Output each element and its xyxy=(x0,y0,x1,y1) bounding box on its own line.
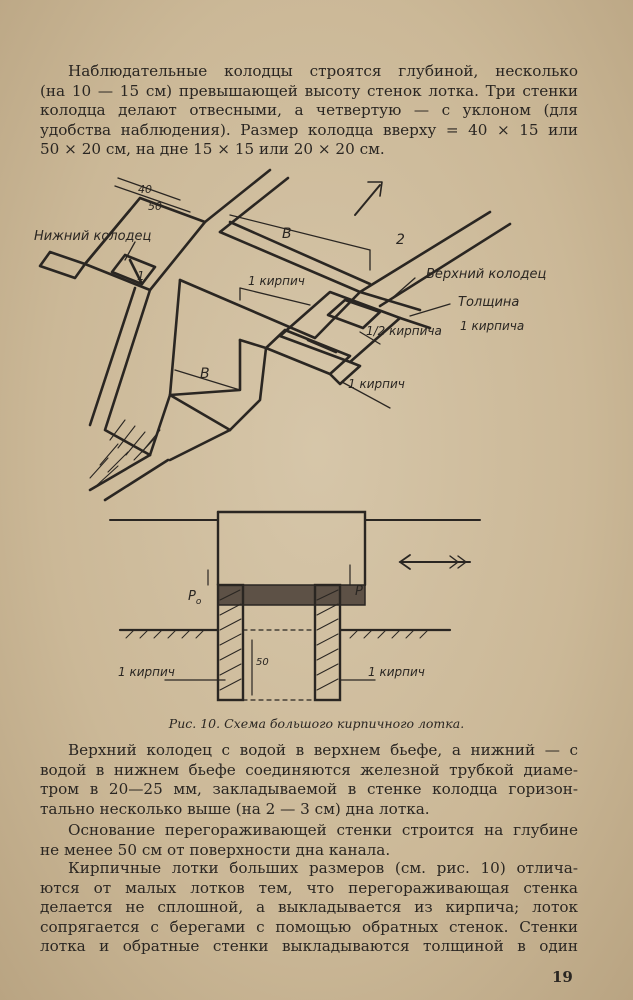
flow-arrow-top xyxy=(354,184,381,216)
cross-wall-top-edge xyxy=(228,220,372,286)
text-line: тром в 20—25 мм, закладываемой в стенке … xyxy=(40,780,578,799)
channel-exit-floor xyxy=(168,428,232,462)
text-line: Верхний колодец с водой в верхнем бьефе,… xyxy=(68,741,578,759)
label-thickness: Толщина xyxy=(458,295,519,310)
leader-thickness xyxy=(409,303,451,317)
flow-arrow-feather xyxy=(449,555,468,569)
paragraph-large-flumes: Кирпичные лотки больших размеров (см. ри… xyxy=(40,859,578,957)
text-line: водой в нижнем бьефе соединяются железно… xyxy=(40,760,578,779)
upper-wing-corner xyxy=(328,360,362,386)
text-line: лотка и обратные стенки выкладываются то… xyxy=(40,937,578,956)
section-lintel xyxy=(217,584,366,606)
label-p: P xyxy=(355,584,363,599)
cross-wall-top xyxy=(178,230,362,340)
sloped-wall xyxy=(103,288,152,457)
label-section-brick-right: 1 кирпич xyxy=(368,665,425,679)
section-structure-top xyxy=(216,510,367,587)
ground-hatching xyxy=(125,629,429,639)
caption-label: Рис. 10. xyxy=(168,716,221,731)
text-line: Наблюдательные колодцы строятся глубиной… xyxy=(68,62,578,80)
text-line: (на 10 — 15 см) превышающей высоту стено… xyxy=(40,81,578,100)
flume-edge xyxy=(218,176,290,234)
text-line: Кирпичные лотки больших размеров (см. ри… xyxy=(68,859,578,877)
flume-edge xyxy=(358,210,492,294)
label-dim-b-bottom: В xyxy=(200,366,210,382)
label-brick1a: 1 кирпич xyxy=(248,274,305,288)
label-dim-50-section: 50 xyxy=(256,657,269,668)
dim-line-b-bottom xyxy=(174,369,241,391)
floor-hatching xyxy=(89,419,161,487)
label-p0: Po xyxy=(188,589,202,607)
text-line: Основание перегораживающей стенки строит… xyxy=(68,821,578,839)
label-lower-well: Нижний колодец xyxy=(34,229,152,244)
upper-well-opening xyxy=(326,298,382,330)
label-section-brick-left: 1 кирпич xyxy=(118,665,175,679)
flume-edge xyxy=(378,222,512,308)
pier-hatching xyxy=(219,589,339,691)
lower-well-opening-diag xyxy=(128,258,144,286)
label-dim-40: 40 xyxy=(138,183,152,196)
channel-top xyxy=(238,338,268,350)
flow-arrow-head xyxy=(398,554,411,570)
sloped-wall-inner xyxy=(88,286,137,427)
leader-half-brick xyxy=(359,331,381,345)
text-line: сопрягается с берегами с помощью обратны… xyxy=(40,917,578,936)
caption-text: Схема большого кирпичного лотка. xyxy=(224,716,465,731)
leader-upper-well xyxy=(389,277,416,301)
channel-bottom xyxy=(148,393,172,457)
page-number: 19 xyxy=(552,968,573,986)
label-thickness-val: 1 кирпича xyxy=(460,319,524,333)
label-num-1: 1 xyxy=(137,269,145,283)
label-brick1b: 1 кирпич xyxy=(348,377,405,391)
label-dim-50: 50 xyxy=(148,200,162,213)
text-line: делается не сплошной, а выкладывается из… xyxy=(40,898,578,917)
lower-well-edge xyxy=(83,208,132,266)
leader-lower-well xyxy=(124,241,136,261)
upper-well-inner xyxy=(306,338,338,354)
upper-wing xyxy=(398,316,432,330)
flow-arrow-head xyxy=(367,181,383,197)
leader-brick1a xyxy=(239,287,311,306)
cross-section-view xyxy=(109,510,481,702)
label-dim-b-top: В xyxy=(282,226,292,242)
label-upper-well: Верхний колодец xyxy=(426,267,546,282)
text-line: ются от малых лотков тем, что перегоражи… xyxy=(40,878,578,897)
channel-wall xyxy=(168,278,232,432)
text-line: тально несколько выше (на 2 — 3 см) дна … xyxy=(40,799,430,818)
label-num-2: 2 xyxy=(396,232,405,248)
channel-exit xyxy=(103,458,170,502)
section-pier-right xyxy=(313,583,342,702)
figure-labels: 40 50 Нижний колодец 1 В 2 Верхний колод… xyxy=(34,183,546,391)
section-labels: Po P 50 1 кирпич 1 кирпич xyxy=(118,584,425,679)
label-half-brick: 1/2 кирпича xyxy=(366,324,442,338)
brick-flume-diagram: 40 50 Нижний колодец 1 В 2 Верхний колод… xyxy=(34,168,546,702)
flume-edge xyxy=(203,168,272,224)
paragraph-wells-connection: Верхний колодец с водой в верхнем бьефе,… xyxy=(40,741,578,819)
dim-line-b-top xyxy=(229,214,371,251)
lower-well-side xyxy=(38,250,87,280)
section-pier-left xyxy=(216,583,245,702)
text-line: 50 × 20 см, на дне 15 × 15 или 20 × 20 с… xyxy=(40,140,385,159)
upper-wing xyxy=(358,290,422,312)
channel-exit xyxy=(88,453,152,492)
upper-well-lower-frame xyxy=(264,328,352,376)
paragraph-wells-depth: Наблюдательные колодцы строятся глубиной… xyxy=(40,62,578,160)
text-line: удобства наблюдения). Размер колодца вве… xyxy=(40,120,578,139)
text-line: не менее 50 см от поверхности дна канала… xyxy=(40,840,391,859)
paragraph-wall-foundation: Основание перегораживающей стенки строит… xyxy=(40,821,578,860)
dim-line-40 xyxy=(117,177,181,201)
channel-wall-front xyxy=(228,346,268,432)
figure-caption: Рис. 10. Схема большого кирпичного лотка… xyxy=(0,716,633,731)
text-line: колодца делают отвесными, а четвертую — … xyxy=(40,101,578,120)
leader-brick1b xyxy=(341,381,391,409)
isometric-view xyxy=(38,168,512,502)
dim-line-50 xyxy=(114,185,191,213)
